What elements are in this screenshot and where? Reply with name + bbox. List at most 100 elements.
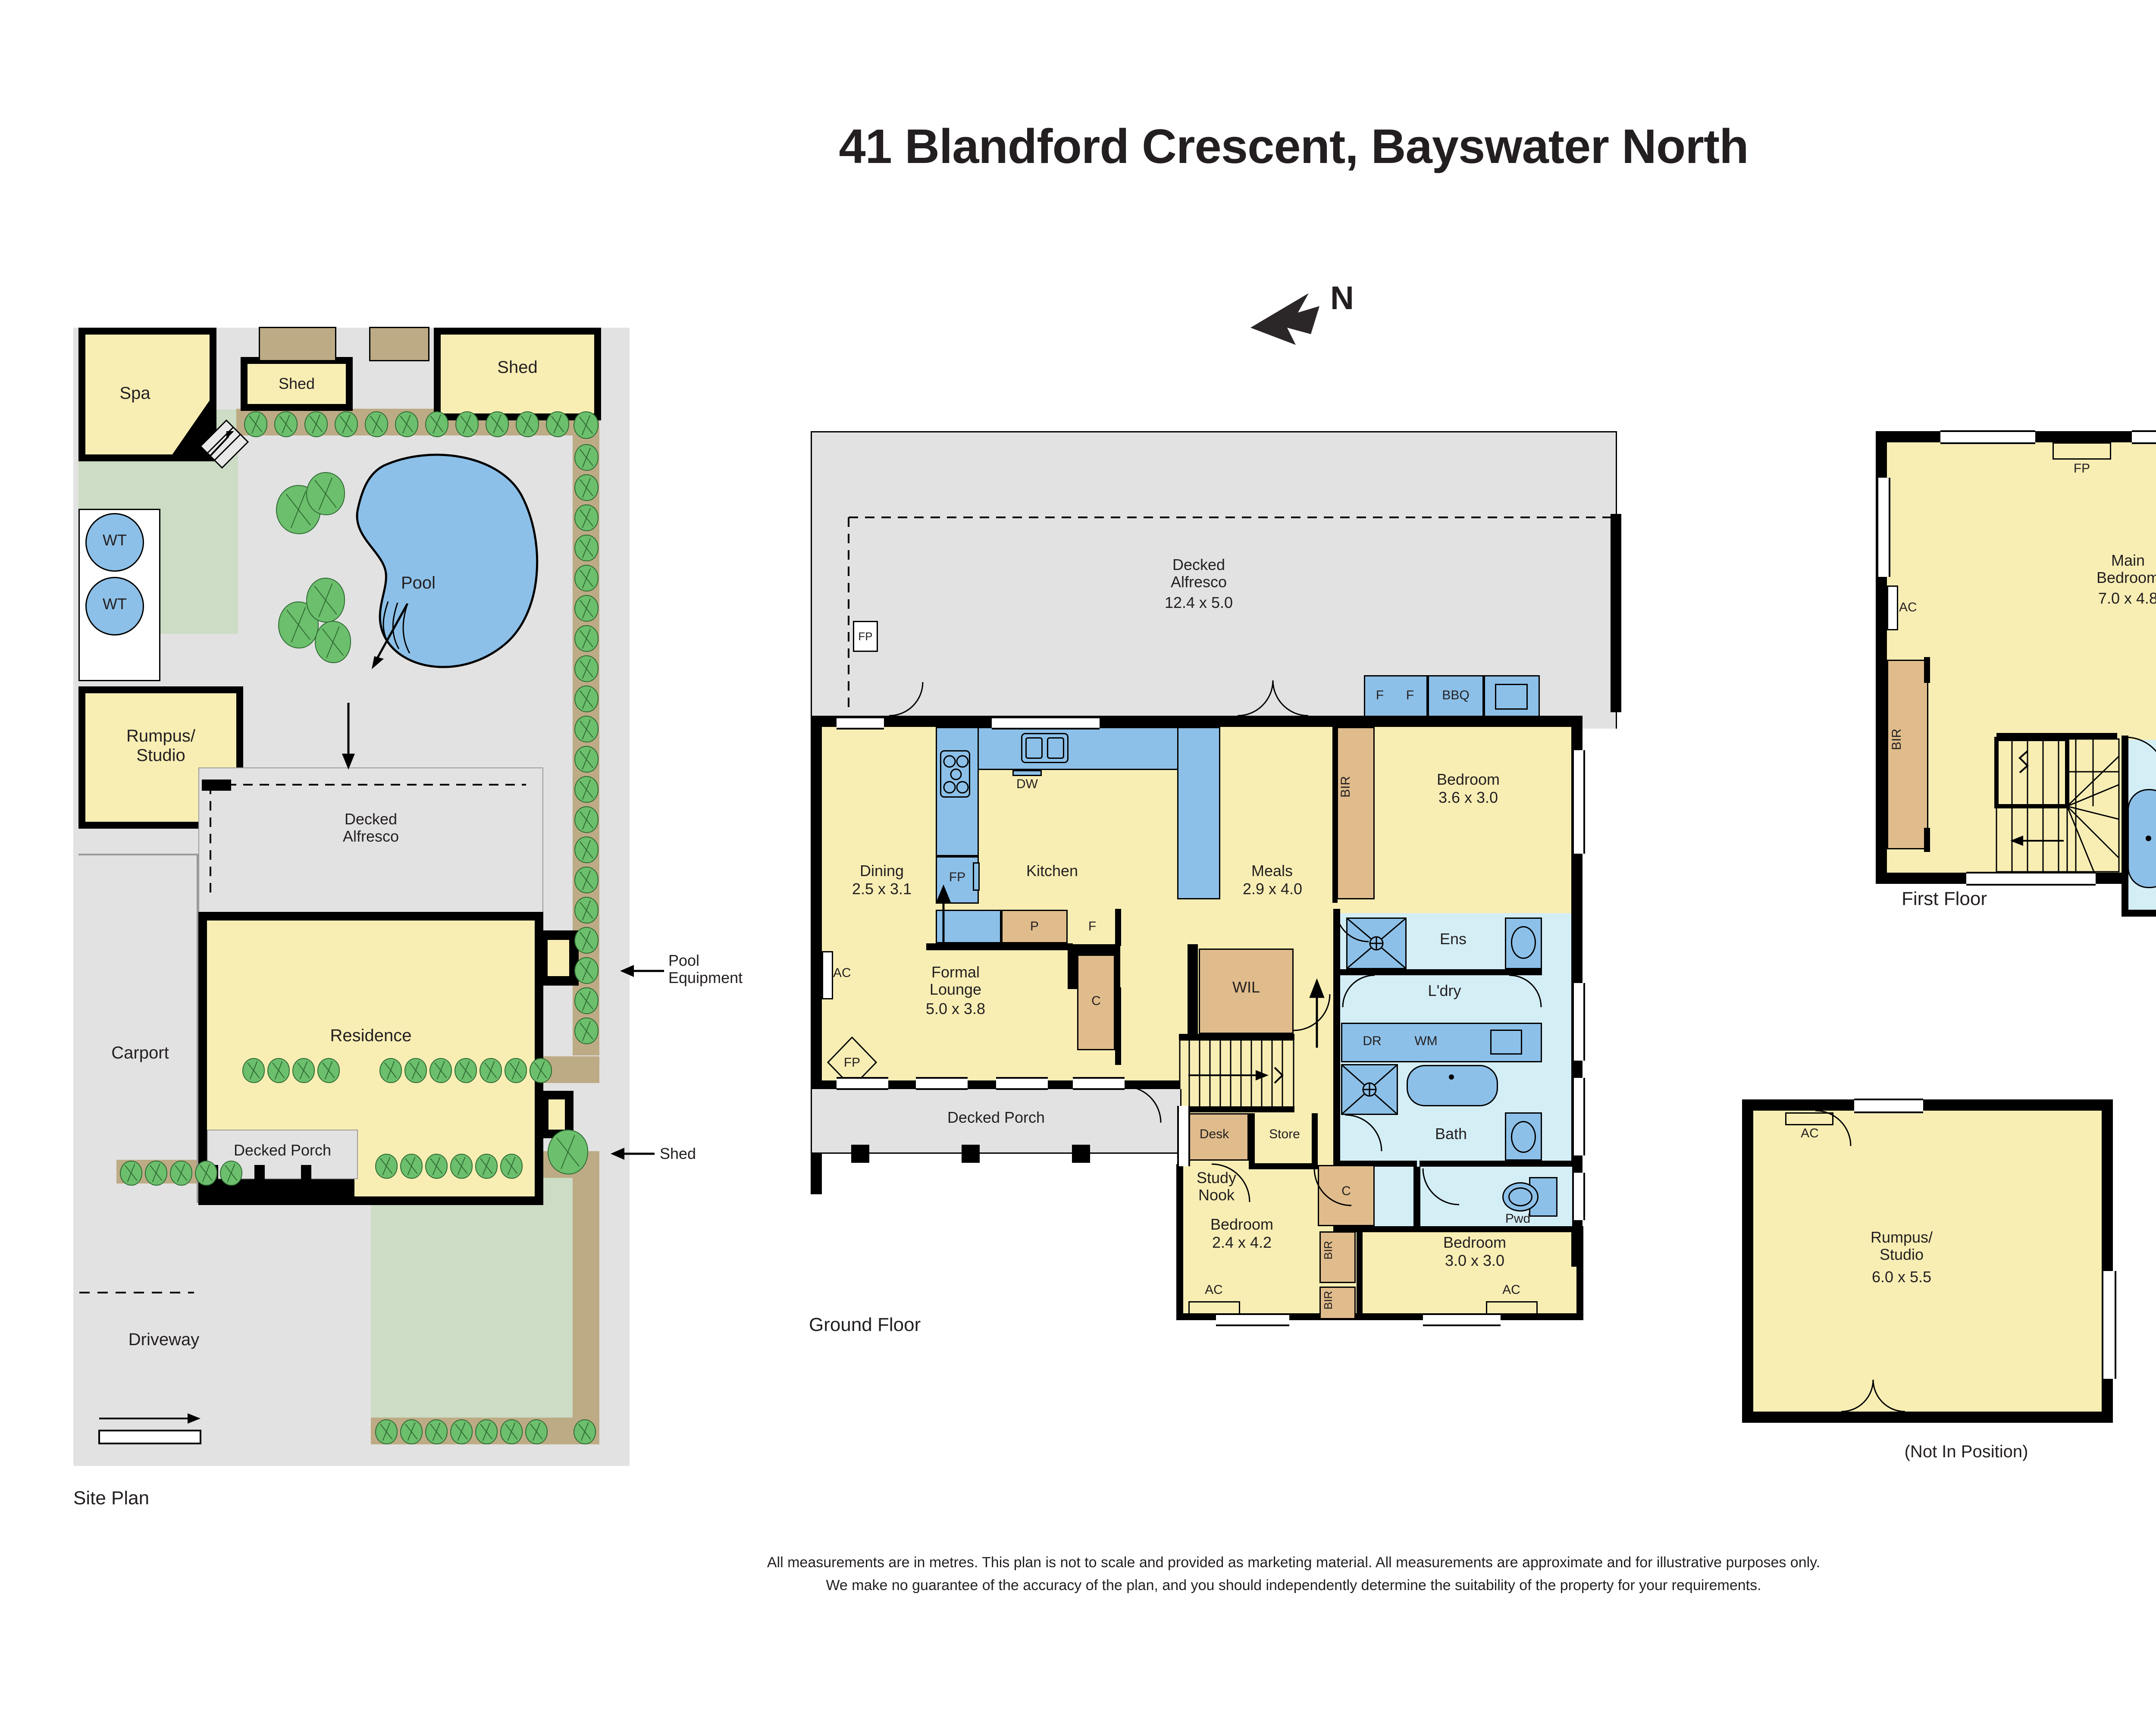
ff-main-bedroom-label: Main Bedroom	[2096, 551, 2156, 587]
rumpus-studio-dims: 6.0 x 5.5	[1871, 1268, 1932, 1286]
gf-bbq	[1428, 675, 1484, 718]
rumpus-studio-plan: Rumpus/ Studio 6.0 x 5.5 AC	[1725, 1069, 2122, 1423]
ff-fireplace-label: FP	[2073, 461, 2090, 476]
gf-bedroom-2-label: Bedroom	[1436, 770, 1500, 788]
gf-fireplace-alfresco	[853, 621, 878, 652]
gf-dining-dims: 2.5 x 3.1	[852, 880, 912, 898]
shed-callout-label: Shed	[660, 1145, 696, 1162]
gf-cupboard-hall-label: C	[1341, 1184, 1351, 1198]
gf-decked-porch	[811, 1089, 1181, 1154]
gf-walk-in-linen-label: WIL	[1232, 978, 1260, 996]
gf-ensuite-label: Ens	[1439, 930, 1467, 948]
ff-main-bedroom-dims: 7.0 x 4.8	[2098, 589, 2156, 607]
gf-dishwasher-label: DW	[1016, 777, 1038, 791]
gf-dryer-label: DR	[1363, 1034, 1382, 1048]
gf-bathroom-label: Bath	[1435, 1125, 1467, 1143]
gf-decked-alfresco-label: Decked Alfresco	[1170, 556, 1227, 591]
gf-oven-label: FP	[949, 870, 966, 884]
gf-meals-dims: 2.9 x 4.0	[1242, 880, 1303, 898]
gf-built-in-robe-bed3a-label: BIR	[1322, 1241, 1335, 1260]
gf-washing-machine-label: WM	[1414, 1034, 1438, 1048]
disclaimer-line-2: We make no guarantee of the accuracy of …	[826, 1577, 1761, 1594]
gf-outdoor-sink	[1484, 675, 1540, 718]
ff-ens-bathtub-icon	[2128, 789, 2156, 888]
disclaimer-line-1: All measurements are in metres. This pla…	[767, 1554, 1821, 1571]
ff-air-con	[1887, 585, 1898, 630]
gf-bathtub-icon	[1407, 1065, 1498, 1106]
site-shed-small	[248, 364, 346, 404]
gf-built-in-robe-bed3b	[1319, 1287, 1356, 1319]
rumpus-studio-label: Rumpus/ Studio	[1870, 1228, 1933, 1264]
gf-formal-lounge-label: Formal Lounge	[929, 963, 982, 999]
gf-air-con-lounge-label: AC	[833, 966, 851, 980]
ff-fireplace	[2053, 442, 2111, 460]
first-floor-label: First Floor	[1902, 888, 1987, 909]
gf-bedroom-4-dims: 3.0 x 3.0	[1445, 1252, 1505, 1269]
site-plan: Spa Shed Shed WT WT	[73, 319, 630, 1466]
site-residence-label: Residence	[330, 1026, 412, 1045]
site-decked-porch-label: Decked Porch	[233, 1141, 332, 1159]
site-water-tank-2	[85, 577, 144, 636]
gf-laundry-bench	[1341, 1023, 1542, 1062]
gf-bedroom-2-dims: 3.6 x 3.0	[1438, 789, 1498, 806]
gf-decked-alfresco-dims: 12.4 x 5.0	[1164, 594, 1233, 611]
site-water-tank-2-label: WT	[103, 595, 127, 613]
gf-dining-label: Dining	[859, 862, 904, 880]
gf-bedroom-3-label: Bedroom	[1210, 1215, 1274, 1233]
site-plan-label: Site Plan	[73, 1487, 150, 1509]
gf-air-con-bed3-label: AC	[1205, 1283, 1223, 1297]
ground-floor-plan: Decked Alfresco 12.4 x 5.0 FP F F BBQ Di…	[806, 431, 1634, 1326]
gf-bedroom-3-dims: 2.4 x 4.2	[1212, 1234, 1272, 1251]
first-floor-plan: Main Bedroom 7.0 x 4.8 FP AC BIR WIR	[1867, 430, 2156, 940]
gf-pantry-label: P	[1030, 919, 1039, 933]
gf-cupboard-lounge-label: C	[1091, 994, 1101, 1008]
page-title: 41 Blandford Crescent, Bayswater North	[839, 119, 1749, 173]
site-pool-label: Pool	[401, 573, 436, 592]
gf-fireplace-alfresco-label: FP	[858, 630, 873, 643]
gf-built-in-robe-bed2	[1337, 727, 1375, 899]
rumpus-not-in-position-label: (Not In Position)	[1904, 1442, 2028, 1461]
gf-fireplace-lounge-label: FP	[843, 1055, 861, 1070]
pool-equipment-label: Pool Equipment	[668, 952, 743, 987]
gf-store-label: Store	[1269, 1127, 1300, 1141]
gf-walk-in-linen	[1199, 949, 1294, 1034]
gf-pantry	[1001, 910, 1068, 943]
gf-powder-label: Pwd	[1505, 1212, 1531, 1226]
site-carport-label: Carport	[111, 1043, 169, 1062]
gf-formal-lounge-dims: 5.0 x 3.8	[925, 1000, 986, 1018]
gf-cooktop-icon	[940, 750, 970, 798]
site-shed-large-label: Shed	[497, 358, 538, 377]
gf-bedroom-4-label: Bedroom	[1443, 1234, 1507, 1251]
site-driveway-label: Driveway	[128, 1330, 200, 1349]
site-spa-label: Spa	[119, 384, 150, 403]
gf-air-con-bed4-label: AC	[1502, 1283, 1520, 1297]
gf-built-in-robe-bed3a	[1319, 1231, 1356, 1283]
ff-built-in-robe-label: BIR	[1890, 729, 1904, 751]
ff-air-con-label: AC	[1899, 600, 1917, 614]
site-water-tank-1-label: WT	[103, 531, 127, 549]
gf-ens-shower	[1346, 917, 1407, 969]
gf-laundry-label: L'dry	[1428, 982, 1461, 999]
site-shed-large	[441, 335, 594, 413]
site-decked-alfresco-label: Decked Alfresco	[342, 810, 399, 845]
gf-study-nook-label: Study Nook	[1196, 1169, 1237, 1204]
gf-kitchen-label: Kitchen	[1026, 862, 1078, 880]
gf-built-in-robe-bed2-label: BIR	[1338, 776, 1353, 798]
site-shed-small-label: Shed	[278, 375, 315, 392]
gf-meals-label: Meals	[1251, 862, 1293, 880]
gf-decked-porch-label: Decked Porch	[947, 1108, 1045, 1126]
gf-fridge-label: F	[1088, 919, 1097, 933]
gf-desk-label: Desk	[1199, 1127, 1229, 1141]
ground-floor-label: Ground Floor	[809, 1314, 921, 1335]
gf-desk	[1180, 1113, 1249, 1161]
gf-built-in-robe-bed3b-label: BIR	[1322, 1291, 1335, 1310]
gf-air-con-lounge	[822, 951, 833, 999]
gf-fridge-alfresco-1-label: F	[1376, 688, 1384, 702]
disclaimer: All measurements are in metres. This pla…	[0, 1551, 2156, 1597]
north-label: N	[1330, 280, 1354, 316]
gf-fridge-alfresco-2-label: F	[1406, 688, 1414, 702]
site-water-tank-1	[85, 513, 144, 572]
gf-bbq-label: BBQ	[1442, 688, 1470, 702]
site-rumpus-label: Rumpus/ Studio	[126, 726, 196, 765]
